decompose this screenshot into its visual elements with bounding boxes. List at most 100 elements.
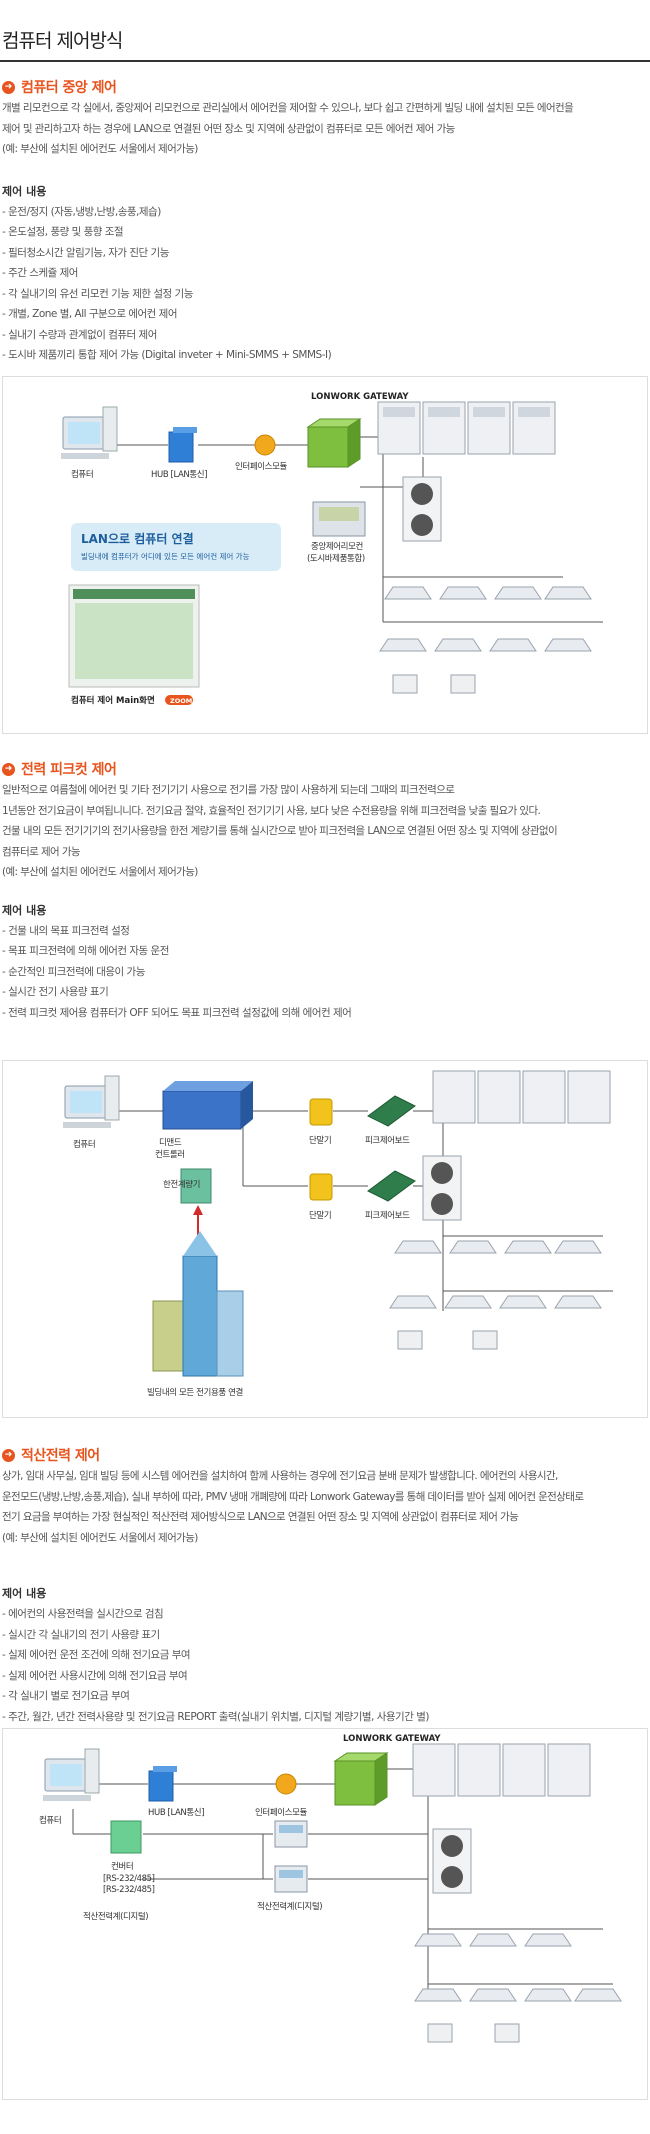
computer-label: 컴퓨터 — [71, 469, 93, 480]
zoom-button[interactable] — [165, 695, 193, 705]
wired-remote-icon — [397, 1330, 498, 1350]
computer-icon — [43, 1748, 100, 1801]
paragraph-line: 전기 요금을 부여하는 가장 현실적인 적산전력 제어방식으로 LAN으로 연결… — [2, 1511, 519, 1523]
demand-controller-icon — [162, 1081, 253, 1130]
list-item: - 운전/정지 (자동,냉방,난방,송풍,제습) — [2, 205, 161, 218]
converter-label-1: 컨버터 — [111, 1861, 133, 1872]
lan-info-box — [71, 523, 281, 571]
indoor-unit-icon — [379, 586, 592, 652]
meter-label: 한전계량기 — [163, 1179, 200, 1190]
section-title: 전력 피크컷 제어 — [21, 762, 117, 778]
paragraph-line: 개별 리모컨으로 각 실에서, 중앙제어 리모컨으로 관리실에서 에어컨을 제어… — [2, 102, 574, 114]
section-title: 컴퓨터 중앙 제어 — [21, 80, 117, 96]
hub-label: HUB [LAN통신] — [148, 1808, 204, 1818]
interface-module-icon — [275, 1773, 297, 1795]
list-item: - 실시간 전기 사용량 표기 — [2, 986, 109, 998]
list-item: - 순간적인 피크전력에 대응이 가능 — [2, 965, 145, 978]
list-item: - 각 실내기의 유선 리모컨 기능 제한 설정 기능 — [2, 287, 193, 300]
central-remote-label: 중앙제어리모컨 — [311, 541, 363, 552]
section-header: ➜ 컴퓨터 중앙 제어 — [0, 76, 650, 98]
page-title: 컴퓨터 제어방식 — [2, 30, 123, 52]
wired-remote-icon — [427, 2023, 520, 2043]
interface-label: 인터페이스모듈 — [235, 461, 288, 472]
section-central-control: ➜ 컴퓨터 중앙 제어 개별 리모컨으로 각 실에서, 중앙제어 리모컨으로 관… — [0, 76, 650, 366]
outdoor-unit-icon — [432, 1070, 611, 1124]
section-header: ➜ 적산전력 제어 — [0, 1444, 650, 1466]
fan-unit-icon — [432, 1828, 472, 1894]
terminal-icon — [309, 1098, 333, 1201]
central-remote-icon — [312, 501, 366, 537]
integrated-power-diagram: 컴퓨터 HUB [LAN통신] 인터페이스모듈 LONWORK GATEWAY … — [2, 1728, 648, 2100]
peak-cut-diagram: 컴퓨터 디맨드 컨트롤러 한전계량기 단말기 단말기 피크제어보드 피크제어보드 — [2, 1060, 648, 1418]
paragraph-line: 상가, 임대 사무실, 임대 빌딩 등에 시스템 에어컨을 설치하여 함께 사용… — [2, 1470, 558, 1482]
paragraph-line: 1년동안 전기요금이 부여됩니니다. 전기요금 절약, 효율적인 전기기기 사용… — [2, 804, 541, 817]
paragraph-line: 운전모드(냉방,난방,송풍,제습), 실내 부하에 따라, PMV 냉매 개폐량… — [2, 1490, 584, 1503]
arrow-circle-icon: ➜ — [2, 80, 15, 94]
list-item: - 필터청소시간 알림기능, 자가 진단 기능 — [2, 246, 169, 259]
section-paragraph: 개별 리모컨으로 각 실에서, 중앙제어 리모컨으로 관리실에서 에어컨을 제어… — [0, 98, 650, 160]
lan-desc: 빌딩내에 컴퓨터가 어디에 있든 모든 에어컨 제어 가능 — [81, 551, 250, 561]
list-item: - 도시바 제품끼리 통합 제어 가능 (Digital inveter + M… — [2, 349, 332, 361]
fan-unit-icon — [402, 476, 442, 542]
wired-remote-icon — [392, 674, 476, 694]
meter-icon — [180, 1168, 212, 1204]
list-item: - 실제 에어컨 사용시간에 의해 전기요금 부여 — [2, 1669, 188, 1682]
section-peak-cut: ➜ 전력 피크컷 제어 일반적으로 여름철에 에어컨 및 기타 전기기기 사용으… — [0, 758, 650, 1023]
computer-icon — [61, 406, 118, 459]
main-screen-thumbnail — [68, 584, 200, 688]
paragraph-line: 건물 내의 모든 전기기기의 전기사용량을 한전 계량기를 통해 실시간으로 받… — [2, 825, 558, 837]
paragraph-line: (예: 부산에 설치된 에어컨도 서울에서 제어가능) — [2, 866, 198, 878]
list-item: - 주간, 월간, 년간 전력사용량 및 전기요금 REPORT 출력(실내기 … — [2, 1710, 429, 1723]
terminal-label-2: 단말기 — [309, 1210, 331, 1221]
list-item: - 전력 피크컷 제어용 컴퓨터가 OFF 되어도 목표 피크전력 설정값에 의… — [2, 1006, 352, 1019]
list-item: - 개별, Zone 별, All 구분으로 에어컨 제어 — [2, 308, 178, 320]
section-paragraph: 일반적으로 여름철에 에어컨 및 기타 전기기기 사용으로 전기를 가장 많이 … — [0, 780, 650, 883]
gateway-icon — [333, 1752, 389, 1806]
interface-label: 인터페이스모듈 — [255, 1807, 308, 1818]
computer-label: 컴퓨터 — [39, 1815, 61, 1826]
control-list: - 운전/정지 (자동,냉방,난방,송풍,제습) - 온도설정, 풍량 및 풍향… — [0, 202, 650, 366]
demand-label-2: 컨트롤러 — [155, 1149, 185, 1160]
peak-board-label-2: 피크제어보드 — [365, 1210, 410, 1221]
paragraph-line: 컴퓨터로 제어 가능 — [2, 845, 81, 858]
list-item: - 온도설정, 풍량 및 풍향 조절 — [2, 226, 124, 238]
meter-left-label: 적산전력계(디지털) — [83, 1911, 148, 1922]
computer-label: 컴퓨터 — [73, 1139, 95, 1150]
list-item: - 실시간 각 실내기의 전기 사용량 표기 — [2, 1628, 160, 1641]
list-title: 제어 내용 — [2, 903, 47, 917]
section-integrated-power: ➜ 적산전력 제어 상가, 임대 사무실, 임대 빌딩 등에 시스템 에어컨을 … — [0, 1444, 650, 1727]
central-control-diagram: 컴퓨터 HUB [LAN통신] 인터페이스모듈 LONWORK GATEWAY — [2, 376, 648, 734]
interface-module-icon — [254, 434, 276, 456]
converter-icon — [110, 1820, 142, 1854]
hub-icon — [168, 427, 197, 463]
main-screen-label: 컴퓨터 제어 Main화면 — [71, 695, 155, 706]
list-item: - 에어컨의 사용전력을 실시간으로 검침 — [2, 1608, 164, 1620]
lan-title: LAN으로 컴퓨터 연결 — [81, 531, 194, 546]
demand-label-1: 디맨드 — [159, 1138, 182, 1148]
hub-label: HUB [LAN통신] — [151, 470, 207, 480]
section-header: ➜ 전력 피크컷 제어 — [0, 758, 650, 780]
list-item: - 건물 내의 목표 피크전력 설정 — [2, 924, 130, 937]
indoor-unit-icon — [389, 1240, 602, 1309]
building-icon — [152, 1231, 244, 1377]
section-title: 적산전력 제어 — [21, 1448, 100, 1464]
peak-board-label-1: 피크제어보드 — [365, 1135, 410, 1146]
list-title: 제어 내용 — [2, 1587, 47, 1600]
title-divider — [0, 60, 650, 62]
hub-icon — [148, 1766, 177, 1802]
list-item: - 각 실내기 별로 전기요금 부여 — [2, 1690, 130, 1702]
list-item: - 목표 피크전력에 의해 에어컨 자동 운전 — [2, 945, 169, 957]
list-item: - 실내기 수량과 관계없이 컴퓨터 제어 — [2, 328, 157, 341]
control-list: - 에어컨의 사용전력을 실시간으로 검침 - 실시간 각 실내기의 전기 사용… — [0, 1604, 650, 1727]
fan-unit-icon — [422, 1155, 462, 1221]
terminal-label-1: 단말기 — [309, 1135, 331, 1146]
converter-label-2: [RS-232/485] — [103, 1874, 155, 1884]
building-label: 빌딩내의 모든 전기용품 연결 — [147, 1387, 243, 1398]
paragraph-line: (예: 부산에 설치된 에어컨도 서울에서 제어가능) — [2, 143, 198, 155]
converter-label-3: [RS-232/485] — [103, 1885, 155, 1895]
list-item: - 실제 에어컨 운전 조건에 의해 전기요금 부여 — [2, 1649, 191, 1661]
peak-board-icon — [367, 1095, 416, 1202]
arrow-circle-icon: ➜ — [2, 1448, 15, 1462]
paragraph-line: 일반적으로 여름철에 에어컨 및 기타 전기기기 사용으로 전기를 가장 많이 … — [2, 784, 455, 796]
section-paragraph: 상가, 임대 사무실, 임대 빌딩 등에 시스템 에어컨을 설치하여 함께 사용… — [0, 1466, 650, 1548]
